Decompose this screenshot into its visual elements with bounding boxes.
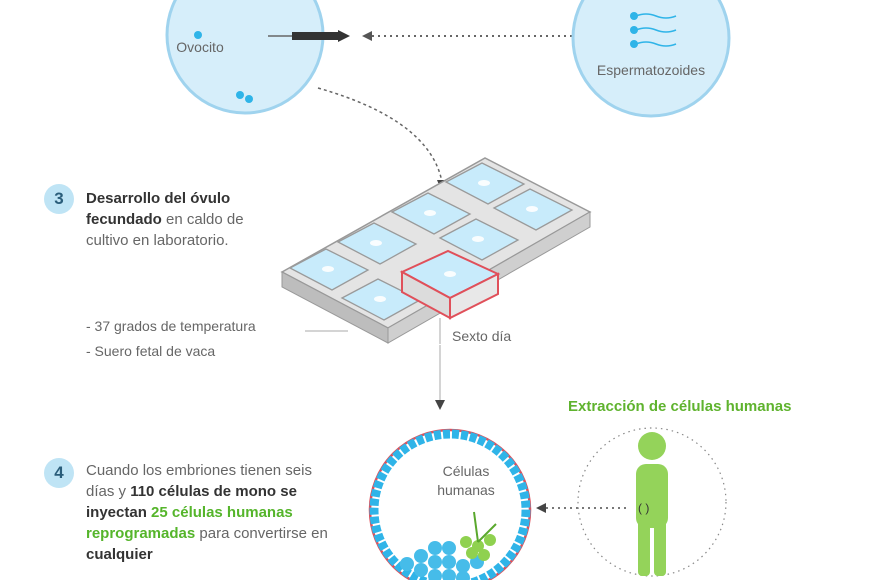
- sperm-cell-circle: [571, 0, 731, 118]
- dish-to-blastocyst-arrow: [435, 345, 445, 410]
- step-4-text-1: Cuando los embriones tienen seis días y: [86, 462, 312, 500]
- polar-body-dot: [245, 95, 253, 103]
- step-3-bold-text: Desarrollo del óvulo fecundado: [86, 190, 231, 228]
- extraction-title: Extracción de células humanas: [568, 398, 792, 415]
- human-cells-label-line2: humanas: [437, 482, 495, 498]
- human-cells-cluster: [460, 534, 496, 561]
- step-4-green-text: 25 células humanas reprogramadas: [86, 504, 293, 542]
- human-cells-pointer: [473, 511, 497, 543]
- sperm-head: [630, 26, 638, 34]
- sperm-to-oocyte-arrow: [362, 31, 572, 41]
- blastocyst: [368, 428, 532, 580]
- bullet-serum: - Suero fetal de vaca: [86, 343, 216, 359]
- step-4-text-2: para convertirse en: [195, 525, 328, 542]
- oocyte-cell: [165, 0, 325, 115]
- human-figure-icon: [636, 432, 668, 576]
- sperm-head: [630, 40, 638, 48]
- step-3-text: en caldo de cultivo en laboratorio.: [86, 211, 244, 249]
- extraction-circle: [577, 427, 727, 577]
- step-4-badge: 4: [44, 458, 74, 488]
- sixth-day-label: Sexto día: [452, 328, 511, 344]
- human-to-blastocyst-arrow: [536, 503, 630, 513]
- step-4-bold-2: cualquier: [86, 546, 153, 563]
- sperm-head: [630, 12, 638, 20]
- extraction-site-marker: ( ): [638, 501, 649, 515]
- step-3-description: Desarrollo del óvulo fecundado en caldo …: [86, 188, 286, 251]
- oocyte-nucleus-dot: [194, 31, 202, 39]
- step-4-bold-1: 110 células de mono se inyectan: [86, 483, 297, 521]
- human-cells-label-line1: Células: [443, 463, 490, 479]
- step-4-description: Cuando los embriones tienen seis días y …: [86, 460, 341, 565]
- step-3-badge: 3: [44, 184, 74, 214]
- culture-dish-tray: [280, 157, 592, 344]
- oocyte-label: Ovocito: [176, 39, 224, 55]
- oocyte-to-dish-arrow: [317, 87, 447, 192]
- injection-needle: [268, 30, 350, 42]
- polar-body-dot: [236, 91, 244, 99]
- sperm-label: Espermatozoides: [597, 62, 705, 78]
- bullet-temperature: - 37 grados de temperatura: [86, 318, 256, 334]
